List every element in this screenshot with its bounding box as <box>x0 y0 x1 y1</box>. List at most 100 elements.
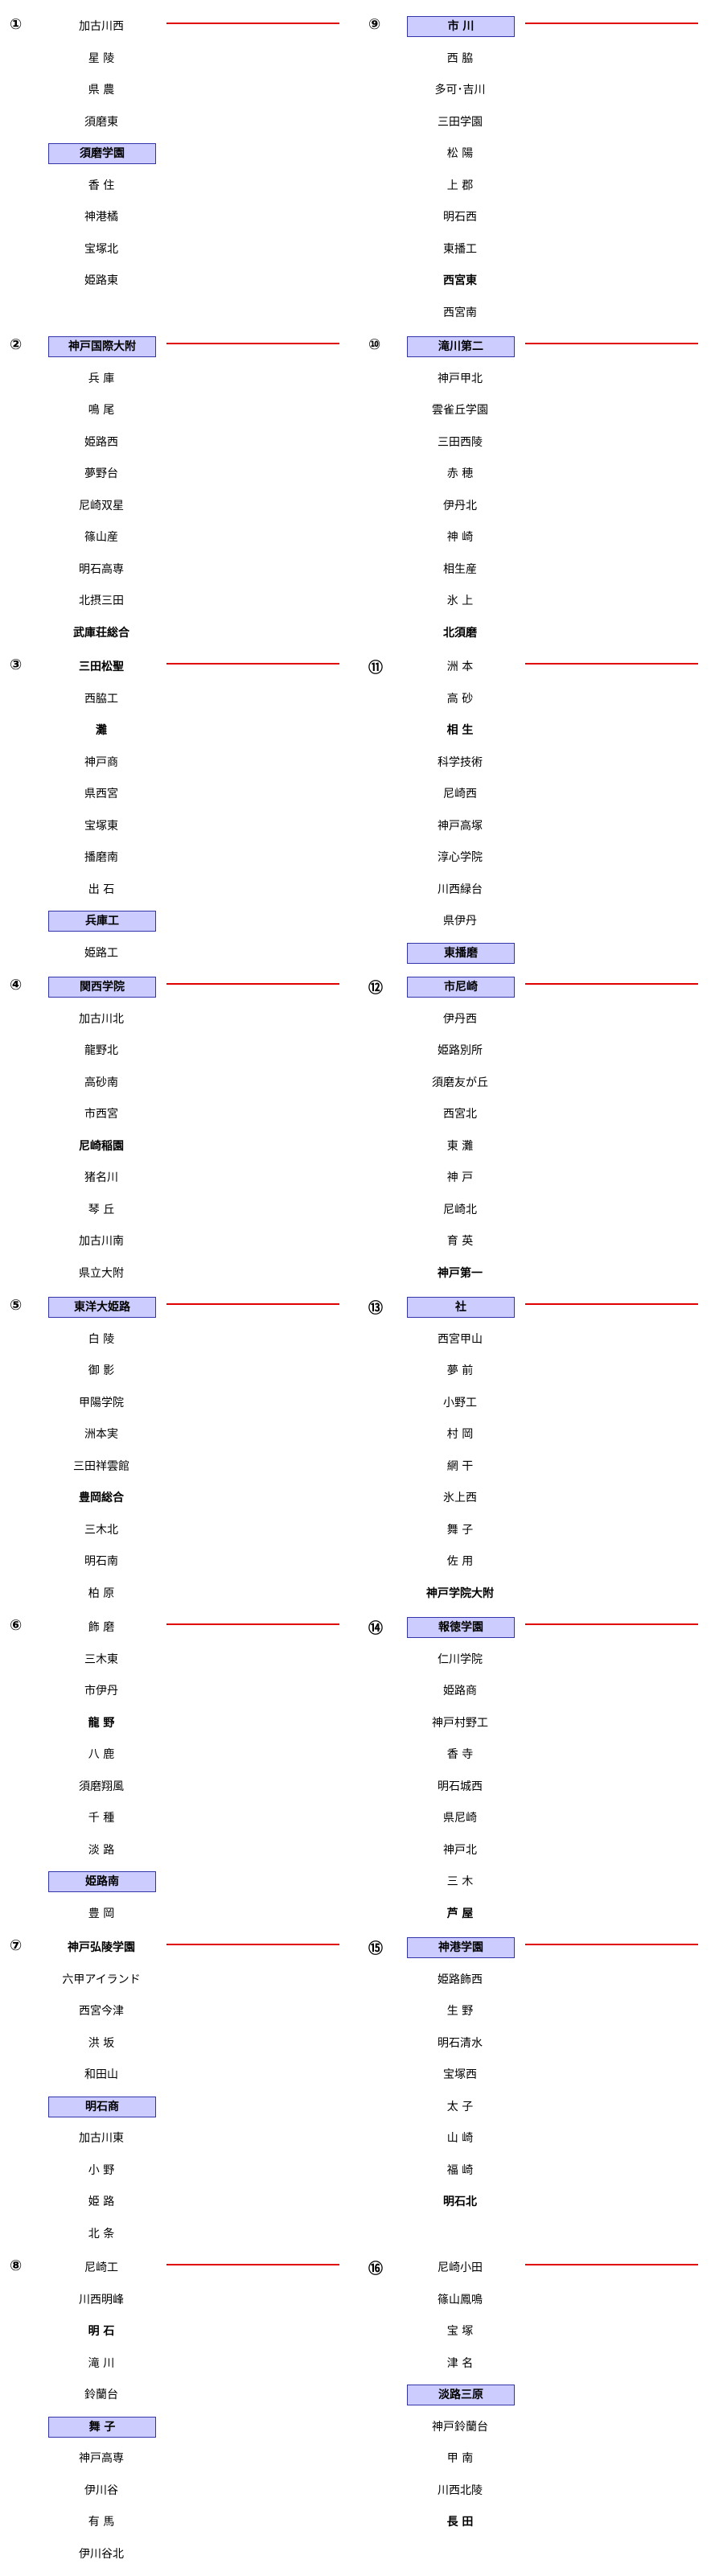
bracket-lines-placeholder <box>166 983 339 985</box>
team-name: 伊丹西 <box>443 1012 477 1026</box>
team-name: 川西緑台 <box>438 883 483 896</box>
bracket-lines-placeholder <box>525 343 698 344</box>
team-name: 相生産 <box>443 562 477 576</box>
team-name: 赤 穂 <box>446 467 474 480</box>
team-name: 淡 路 <box>88 1843 115 1857</box>
bracket-lines-placeholder <box>166 2264 339 2265</box>
team-name: 尼崎北 <box>443 1203 477 1216</box>
team-name: 福 崎 <box>446 2163 474 2177</box>
team-name: 武庫荘総合 <box>73 626 129 640</box>
team-name: 西宮甲山 <box>438 1332 483 1346</box>
team-name: 姫 路 <box>88 2195 115 2208</box>
block-number: ④ <box>10 977 23 994</box>
team-name: 松 陽 <box>446 147 474 160</box>
team-name: 加古川東 <box>79 2132 124 2145</box>
team-name: 兵庫工 <box>48 911 156 932</box>
team-name: 琴 丘 <box>88 1203 115 1216</box>
team-name: 氷 上 <box>446 595 474 607</box>
team-name: 六甲アイランド <box>62 1973 141 1986</box>
team-name: 三 木 <box>446 1875 474 1888</box>
team-name: 北須磨 <box>443 626 477 640</box>
team-name: 伊川谷北 <box>79 2547 124 2561</box>
bracket-lines-placeholder <box>525 1944 698 1945</box>
team-name: 三田松聖 <box>79 660 124 673</box>
team-name: 県西宮 <box>84 788 118 800</box>
team-name: 篠山鳳鳴 <box>438 2293 483 2306</box>
block-number: ⑩ <box>368 336 381 353</box>
team-name: 姫路西 <box>84 435 118 449</box>
bracket-lines-placeholder <box>525 2264 698 2265</box>
team-name: 播磨南 <box>84 851 118 864</box>
team-name: 雲雀丘学園 <box>432 404 488 417</box>
team-name: 姫路南 <box>48 1871 156 1892</box>
team-name: 西宮北 <box>443 1108 477 1121</box>
team-name: 報徳学園 <box>407 1617 515 1638</box>
team-name: 明石城西 <box>438 1780 483 1793</box>
team-name: 和田山 <box>84 2068 118 2081</box>
team-name: 須磨翔風 <box>79 1780 124 1793</box>
block-number: ⑪ <box>368 660 383 677</box>
team-name: 御 影 <box>88 1364 115 1377</box>
team-name: 三田学園 <box>438 115 483 129</box>
team-name: 小 野 <box>88 2163 115 2177</box>
team-name: 須磨友が丘 <box>432 1076 488 1089</box>
team-name: 龍野北 <box>84 1044 118 1057</box>
team-name: 宝 塚 <box>446 2325 474 2338</box>
block-number: ⑬ <box>368 1300 383 1317</box>
bracket-lines-placeholder <box>525 23 698 24</box>
team-name: 明石西 <box>443 211 477 224</box>
bracket-lines-placeholder <box>166 1303 339 1305</box>
bracket-lines-placeholder <box>525 663 698 665</box>
team-name: 出 石 <box>88 883 115 896</box>
team-name: 明石北 <box>443 2195 477 2208</box>
bracket-lines-placeholder <box>166 663 339 665</box>
team-name: 網 干 <box>446 1459 474 1473</box>
team-name: 三田西陵 <box>438 435 483 449</box>
team-name: 滝川第二 <box>407 336 515 357</box>
team-name: 川西北陵 <box>438 2483 483 2497</box>
team-name: 三木東 <box>84 1652 118 1666</box>
team-name: 夢 前 <box>446 1364 474 1377</box>
team-name: 香 住 <box>88 179 115 192</box>
team-name: 飾 磨 <box>88 1621 115 1634</box>
team-name: 尼崎小田 <box>438 2261 483 2274</box>
bracket-lines-placeholder <box>166 23 339 24</box>
block-number: ① <box>10 16 23 33</box>
team-name: 高 砂 <box>446 692 474 706</box>
team-name: 明石南 <box>84 1555 118 1568</box>
team-name: 加古川南 <box>79 1235 124 1248</box>
team-name: 龍 野 <box>88 1716 115 1730</box>
team-name: 尼崎稲園 <box>79 1139 124 1153</box>
team-name: 猪名川 <box>84 1171 118 1184</box>
team-name: 淡路三原 <box>407 2385 515 2405</box>
team-name: 明 石 <box>88 2325 115 2338</box>
team-name: 市伊丹 <box>84 1685 118 1697</box>
team-name: 神戸国際大附 <box>48 336 156 357</box>
team-name: 長 田 <box>446 2516 474 2529</box>
team-name: 社 <box>407 1297 515 1318</box>
team-name: 神港橘 <box>84 211 118 224</box>
team-name: 伊川谷 <box>84 2483 118 2497</box>
team-name: 加古川北 <box>79 1012 124 1026</box>
team-name: 豊岡総合 <box>79 1492 124 1504</box>
team-name: 須磨学園 <box>48 143 156 164</box>
team-name: 有 馬 <box>88 2516 115 2529</box>
team-name: 明石商 <box>48 2096 156 2117</box>
team-name: 神戸高専 <box>79 2452 124 2465</box>
block-number: ⑯ <box>368 2261 383 2278</box>
team-name: 市西宮 <box>84 1108 118 1121</box>
bracket-lines-placeholder <box>525 983 698 985</box>
team-name: 神戸弘陵学園 <box>68 1941 135 1954</box>
team-name: 篠山産 <box>84 531 118 544</box>
